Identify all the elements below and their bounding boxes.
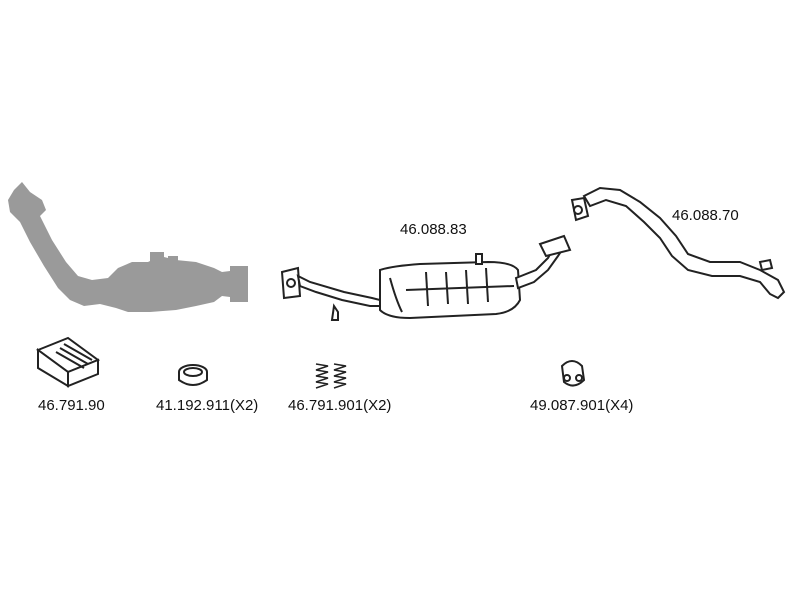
rubber-mount[interactable] xyxy=(560,360,586,387)
middle-silencer-label: 46.088.83 xyxy=(400,221,467,238)
middle-silencer[interactable] xyxy=(379,234,572,320)
tail-pipe[interactable] xyxy=(570,186,786,300)
sealing-ring[interactable] xyxy=(178,364,208,386)
mounting-kit-box[interactable] xyxy=(35,336,101,388)
sealing-ring-label: 41.192.911(X2) xyxy=(156,397,258,414)
spring-set-label: 46.791.901(X2) xyxy=(288,397,391,414)
spring-set[interactable] xyxy=(315,363,347,389)
mounting-kit-label: 46.791.90 xyxy=(38,397,105,414)
front-pipe[interactable] xyxy=(280,266,381,321)
downpipe-catalyst[interactable] xyxy=(8,182,248,312)
tail-pipe-label: 46.088.70 xyxy=(672,207,739,224)
rubber-mount-label: 49.087.901(X4) xyxy=(530,397,633,414)
